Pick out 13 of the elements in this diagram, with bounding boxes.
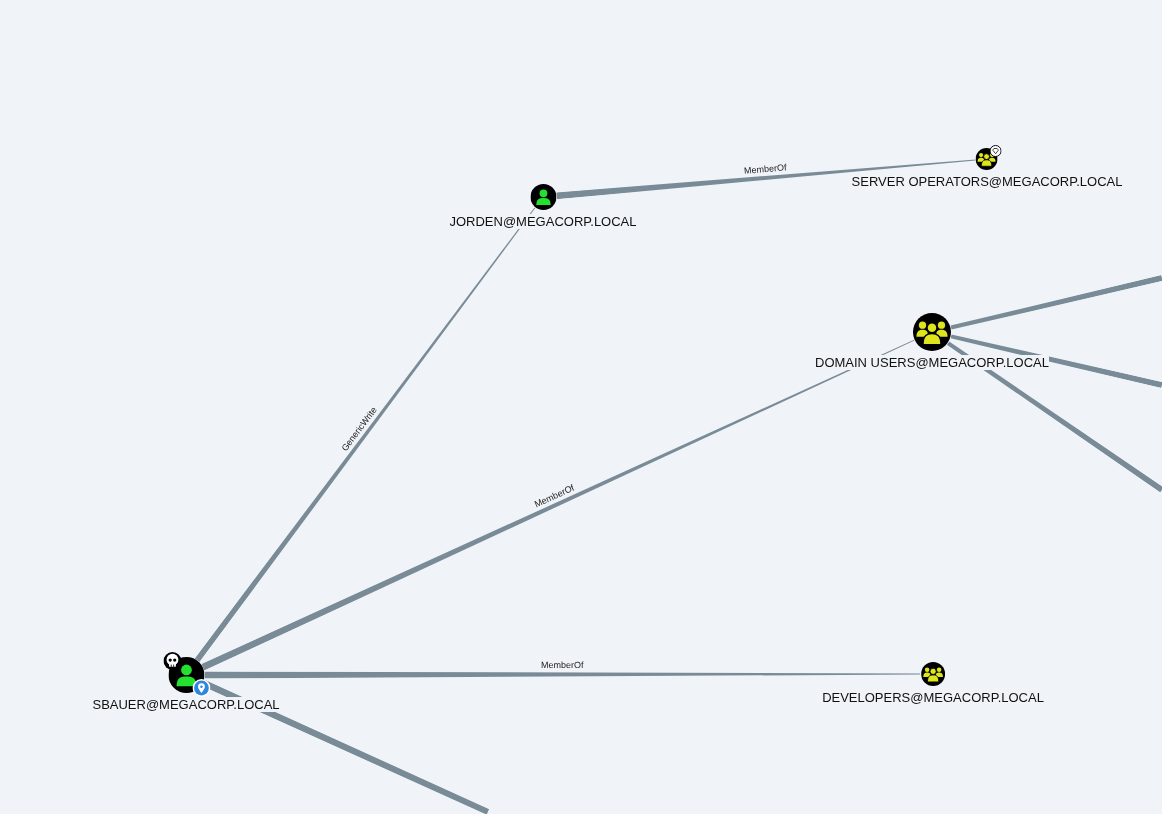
connector [946, 340, 1162, 493]
connector [194, 206, 538, 662]
node-label: SERVER OPERATORS@MEGACORP.LOCAL [851, 174, 1123, 189]
node-label: JORDEN@MEGACORP.LOCAL [449, 214, 637, 229]
edge-label: MemberOf [541, 660, 584, 671]
node-label: DEVELOPERS@MEGACORP.LOCAL [822, 690, 1044, 705]
edge-label: MemberOf [743, 162, 787, 176]
connector [204, 670, 921, 679]
node-label: DOMAIN USERS@MEGACORP.LOCAL [815, 355, 1049, 370]
node-label: SBAUER@MEGACORP.LOCAL [92, 697, 280, 712]
connector [556, 156, 976, 200]
connector [950, 275, 1162, 331]
connector [950, 333, 1162, 388]
